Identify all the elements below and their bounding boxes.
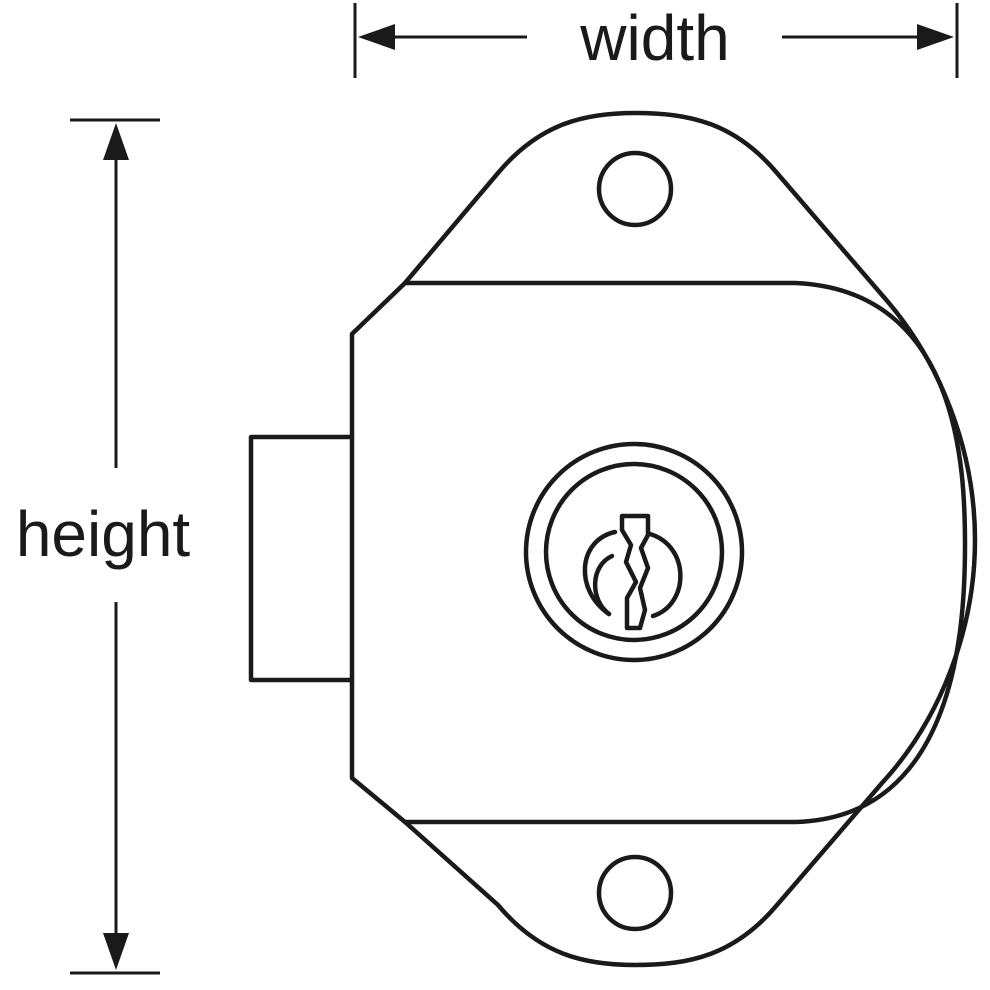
lock-body-outline xyxy=(349,280,968,825)
top-mounting-hole xyxy=(596,150,674,228)
height-dimension: height xyxy=(16,118,191,975)
lock-cylinder xyxy=(523,441,745,663)
keyway-inner-arc xyxy=(592,553,615,617)
bottom-mounting-hole xyxy=(596,854,674,932)
width-arrowhead-right xyxy=(917,24,954,50)
latch-bolt xyxy=(248,434,355,683)
keyway-icon xyxy=(582,513,683,631)
width-arrowhead-left xyxy=(358,24,395,50)
width-dimension: width xyxy=(353,2,959,78)
keyway-slot xyxy=(619,513,651,631)
height-arrowhead-top xyxy=(103,123,129,160)
height-arrowhead-bottom xyxy=(103,933,129,970)
height-label: height xyxy=(16,498,191,570)
cylinder-inner-ring xyxy=(543,461,725,643)
keyway-right-arc xyxy=(647,531,683,619)
width-label: width xyxy=(579,2,729,74)
cabinet-lock-drawing xyxy=(248,110,978,968)
mounting-flange-outline xyxy=(402,110,978,968)
cylinder-outer-ring xyxy=(523,441,745,663)
